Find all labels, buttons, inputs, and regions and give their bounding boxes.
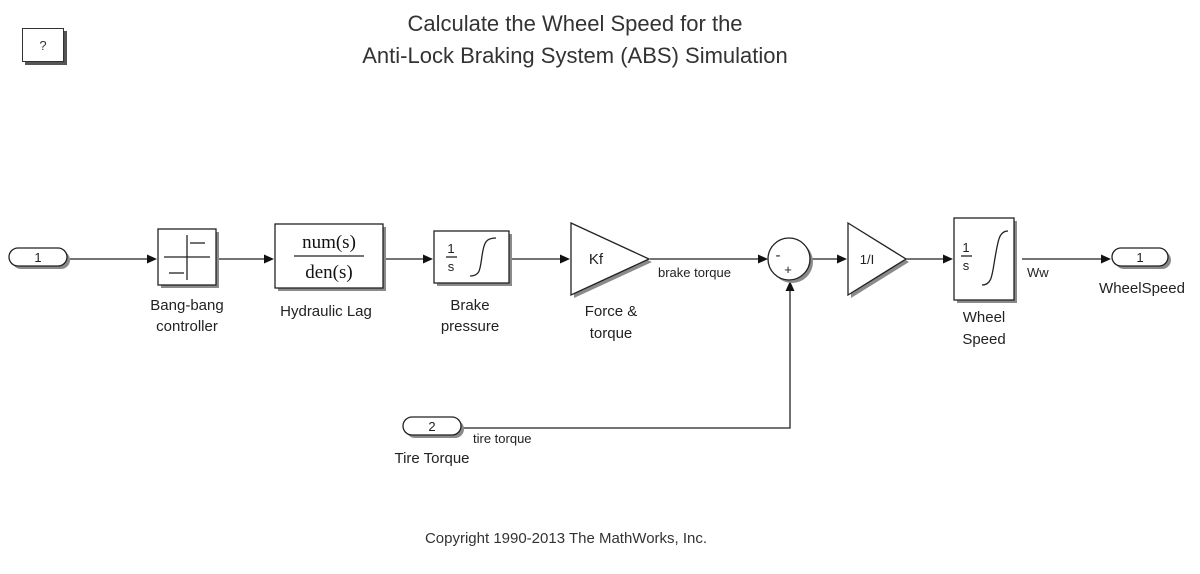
diagram-title: Calculate the Wheel Speed for the Anti-L… — [0, 8, 1150, 72]
force-torque-label-2: torque — [590, 325, 633, 342]
sum-sign-minus: - — [776, 247, 781, 264]
inport-2[interactable]: 2 Tire Torque — [394, 416, 470, 467]
transfer-fcn-denominator: den(s) — [305, 262, 352, 283]
arrow-head — [560, 254, 570, 264]
inertia-gain-block[interactable]: 1/I — [847, 221, 909, 298]
arrow-head — [264, 254, 274, 264]
arrow-head — [147, 254, 157, 264]
copyright-notice: Copyright 1990-2013 The MathWorks, Inc. — [424, 530, 708, 547]
arrow-head — [423, 254, 433, 264]
brake-pressure-integrator-block[interactable]: 1 s Brake pressure — [433, 230, 512, 335]
inport-2-label: Tire Torque — [394, 450, 469, 467]
signal-label-tire-torque: tire torque — [473, 431, 532, 446]
gain-1-over-i: 1/I — [860, 252, 874, 267]
outport-1-label: WheelSpeed — [1099, 280, 1185, 297]
arrow-head — [1101, 254, 1111, 264]
integrator-num: 1 — [962, 240, 969, 255]
gain-kf: Kf — [589, 251, 604, 268]
sum-sign-plus: + — [784, 262, 792, 277]
signal-label-brake-torque: brake torque — [658, 265, 731, 280]
wheel-speed-integrator-block[interactable]: 1 s Wheel Speed — [953, 217, 1017, 348]
arrow-head — [943, 254, 953, 264]
force-torque-label-1: Force & — [585, 303, 638, 320]
inport-1-number: 1 — [34, 250, 41, 265]
signal-label-ww: Ww — [1027, 265, 1049, 280]
hydraulic-lag-block[interactable]: num(s) den(s) Hydraulic Lag — [274, 223, 386, 320]
hydraulic-lag-label: Hydraulic Lag — [280, 303, 372, 320]
title-line-1: Calculate the Wheel Speed for the — [407, 11, 743, 36]
bang-bang-label-2: controller — [156, 318, 218, 335]
sum-block[interactable]: - + — [767, 237, 813, 283]
inport-1[interactable]: 1 — [8, 247, 70, 269]
bang-bang-controller-block[interactable]: Bang-bang controller — [150, 228, 224, 335]
integrator-den: s — [448, 259, 455, 274]
integral-icon — [981, 230, 1009, 286]
arrow-head — [758, 254, 768, 264]
outport-1[interactable]: 1 WheelSpeed — [1099, 247, 1185, 297]
brake-pressure-label-2: pressure — [441, 318, 499, 335]
wire-tire-torque[interactable] — [462, 291, 791, 429]
integrator-den: s — [963, 258, 970, 273]
title-line-2: Anti-Lock Braking System (ABS) Simulatio… — [362, 43, 788, 68]
outport-1-number: 1 — [1136, 250, 1143, 265]
help-button[interactable]: ? — [22, 28, 64, 62]
arrow-head — [785, 281, 795, 291]
arrow-head — [837, 254, 847, 264]
integral-icon — [469, 237, 497, 277]
transfer-fcn-numerator: num(s) — [302, 232, 356, 253]
force-torque-gain-block[interactable]: Kf Force & torque — [570, 221, 652, 342]
bang-bang-label-1: Bang-bang — [150, 297, 223, 314]
inport-2-number: 2 — [428, 419, 435, 434]
relay-icon — [164, 235, 210, 280]
signal-wires — [70, 254, 1111, 429]
wheel-speed-label-2: Speed — [962, 331, 1005, 348]
brake-pressure-label-1: Brake — [450, 297, 489, 314]
integrator-num: 1 — [447, 241, 454, 256]
wheel-speed-label-1: Wheel — [963, 309, 1006, 326]
